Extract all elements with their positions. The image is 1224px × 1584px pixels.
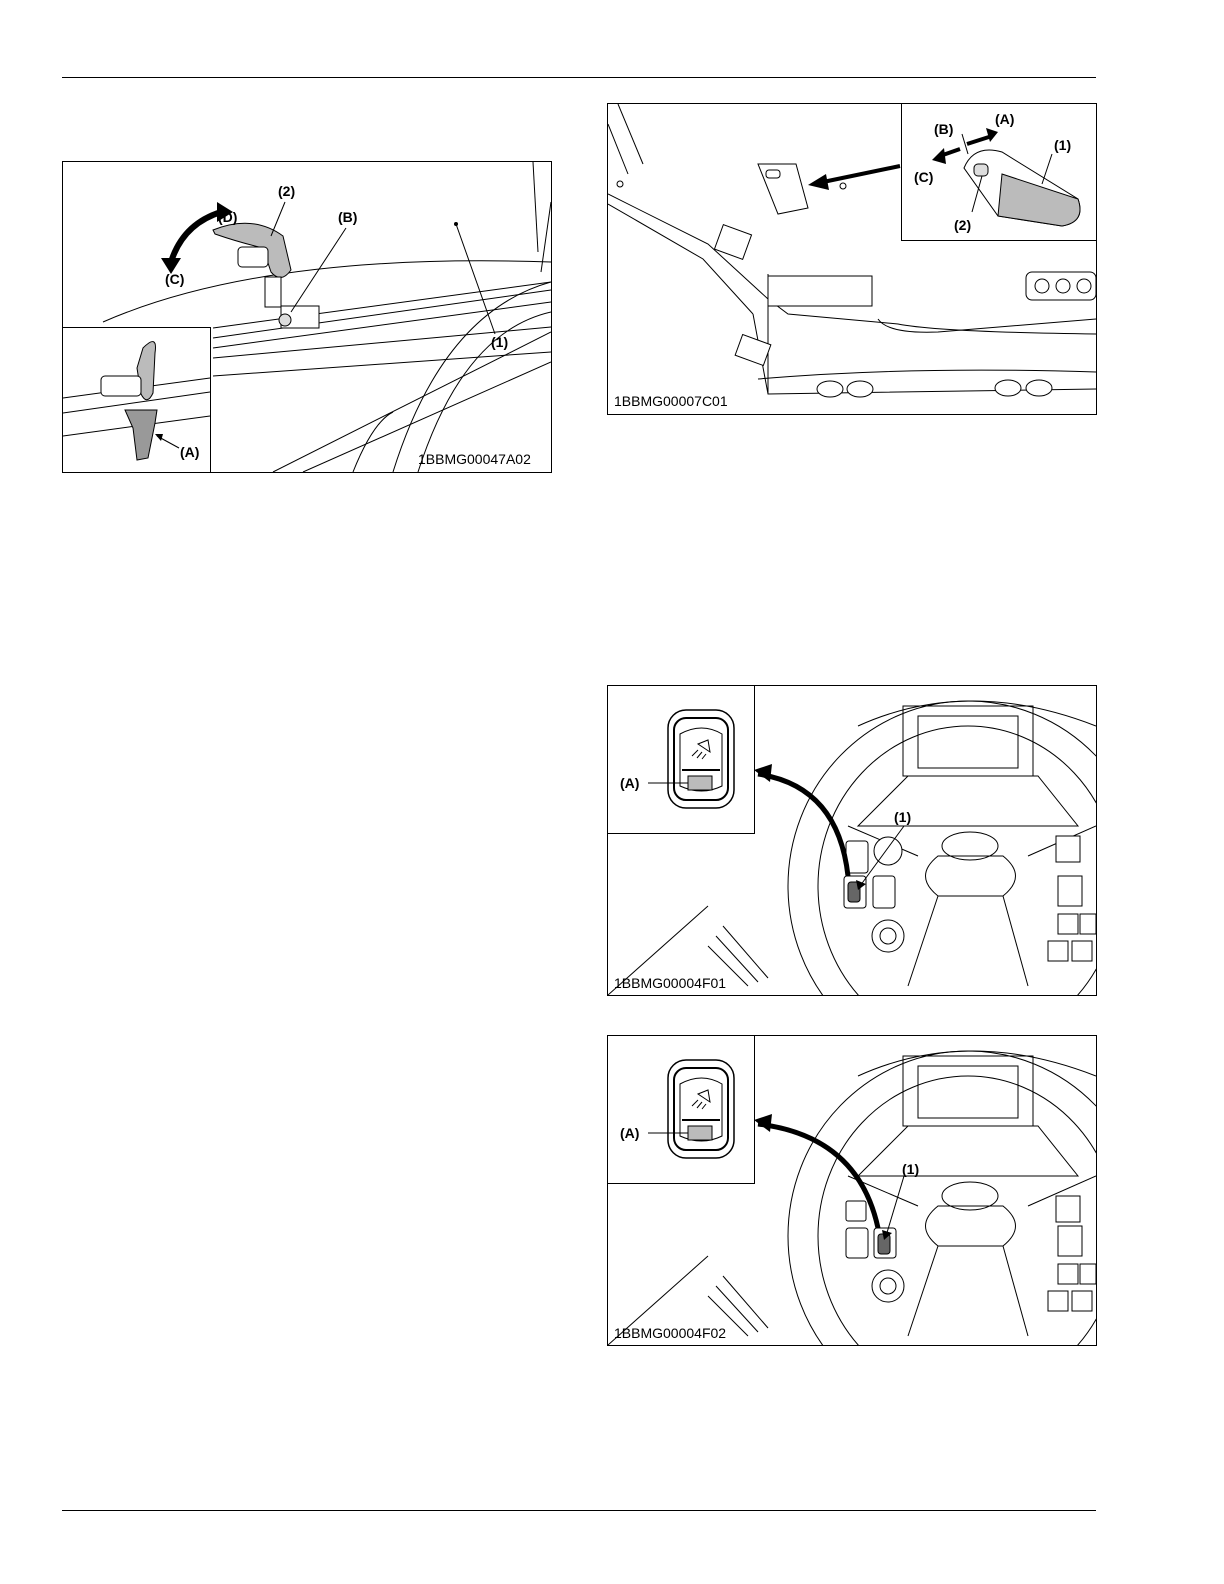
figure-dome-light: 1BBMG00007C01 (B) (A) (1) (C) (2) bbox=[607, 103, 1097, 415]
figure-code: 1BBMG00004F02 bbox=[614, 1325, 726, 1341]
label-a: (A) bbox=[180, 444, 199, 460]
switch-inset-1: (A) bbox=[607, 685, 755, 834]
label-a: (A) bbox=[620, 775, 639, 791]
label-b: (B) bbox=[338, 209, 357, 225]
label-1: (1) bbox=[894, 809, 911, 825]
label-1: (1) bbox=[491, 334, 508, 350]
label-1: (1) bbox=[1054, 137, 1071, 153]
roof-latch-inset: (A) bbox=[62, 327, 211, 473]
figure-code: 1BBMG00007C01 bbox=[614, 393, 728, 409]
switch-inset-2: (A) bbox=[607, 1035, 755, 1184]
figure-code: 1BBMG00047A02 bbox=[418, 451, 531, 467]
label-c: (C) bbox=[914, 169, 933, 185]
label-a: (A) bbox=[620, 1125, 639, 1141]
figure-work-light-switch-2: (1) 1BBMG00004F02 (A) bbox=[607, 1035, 1097, 1346]
label-c: (C) bbox=[165, 271, 184, 287]
header-rule bbox=[62, 77, 1096, 78]
figure-roof-latch: (2) (D) (B) (C) (1) 1BBMG00047A02 (A) bbox=[62, 161, 552, 473]
label-2: (2) bbox=[278, 183, 295, 199]
figure-code: 1BBMG00004F01 bbox=[614, 975, 726, 991]
label-2: (2) bbox=[954, 217, 971, 233]
label-b: (B) bbox=[934, 121, 953, 137]
label-d: (D) bbox=[218, 209, 237, 225]
label-1: (1) bbox=[902, 1161, 919, 1177]
footer-rule bbox=[62, 1510, 1096, 1511]
dome-light-inset: (B) (A) (1) (C) (2) bbox=[901, 103, 1097, 241]
label-a: (A) bbox=[995, 111, 1014, 127]
figure-work-light-switch-1: (1) 1BBMG00004F01 (A) bbox=[607, 685, 1097, 996]
